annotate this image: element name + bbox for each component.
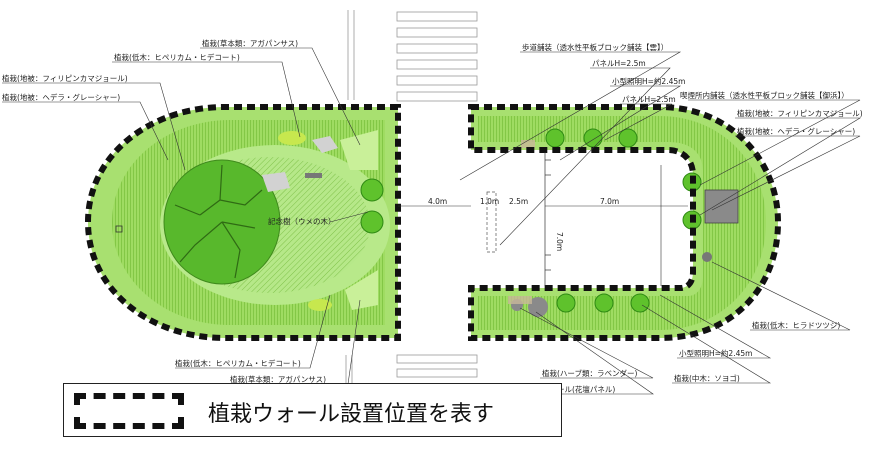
label-azalea: 植栽(低木：ヒラドツツジ)	[752, 320, 840, 330]
label-agapanthus-bottom: 植栽(草本類：アガパンサス)	[230, 374, 326, 384]
dim-2-5m: 2.5m	[509, 197, 528, 206]
label-panel-h-2: パネルH=2.5m	[622, 95, 676, 104]
label-flower-wall: ウォール(花壇パネル)	[542, 384, 615, 394]
dim-7m-vertical: 7.0m	[555, 232, 564, 251]
dim-7m-horizontal: 7.0m	[600, 197, 619, 206]
smoking-area	[398, 152, 688, 286]
dim-1m: 1.0m	[480, 197, 499, 206]
label-small-light-top: 小型照明H=約2.45m	[612, 76, 685, 86]
accent-shrub-1	[360, 178, 384, 202]
right-planting-wall	[468, 104, 782, 341]
left-planting-island	[88, 107, 398, 338]
accent-shrub-2	[360, 210, 384, 234]
label-small-light-bottom: 小型照明H=約2.45m	[679, 348, 752, 358]
label-kinenju: 記念樹（ウメの木）	[268, 216, 336, 226]
annotation-labels: 植栽(草本類：アガパンサス) 植栽(低木：ヒペリカム・ヒデコート) 植栽(地被：…	[2, 38, 863, 394]
label-agapanthus-top: 植栽(草本類：アガパンサス)	[202, 38, 298, 48]
legend-box: 植栽ウォール設置位置を表す	[63, 383, 562, 437]
left-planting-wall	[84, 104, 401, 341]
label-panel-h-1: パネルH=2.5m	[592, 59, 646, 68]
label-herb: 植栽(ハーブ類：ラベンダー)	[542, 368, 637, 378]
label-phyla-left: 植栽(地被：フィリピンカマジョール)	[2, 73, 128, 83]
label-soyogo: 植栽(中木：ソヨゴ)	[674, 373, 740, 383]
road-lines	[345, 10, 478, 385]
right-planting-island	[471, 107, 778, 338]
legend-wall-swatch	[74, 393, 184, 429]
label-hedera-left: 植栽(地被：ヘデラ・グレーシャー)	[2, 92, 120, 102]
legend-text: 植栽ウォール設置位置を表す	[208, 402, 495, 427]
label-sidewalk-paving: 歩道舗装（透水性平板ブロック舗装【雲】）	[522, 42, 668, 52]
dim-4m: 4.0m	[428, 197, 447, 206]
label-hypericum-top: 植栽(低木：ヒペリカム・ヒデコート)	[114, 52, 240, 62]
label-hypericum-bottom: 植栽(低木：ヒペリカム・ヒデコート)	[175, 358, 301, 368]
label-smoking-paving: 喫煙所内舗装（透水性平板ブロック舗装【御浜】）	[680, 90, 849, 100]
label-phyla-right: 植栽(地被：フィリピンカマジョール)	[737, 108, 863, 118]
label-hedera-right: 植栽(地被：ヘデラ・グレーシャー)	[737, 126, 855, 136]
leader-lines	[2, 47, 862, 395]
